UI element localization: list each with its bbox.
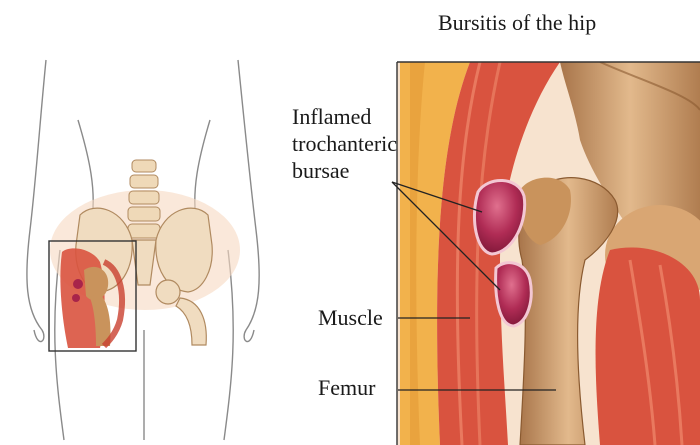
label-femur: Femur — [318, 375, 375, 401]
label-muscle: Muscle — [318, 305, 383, 331]
label-bursae-line-3: bursae — [292, 157, 397, 184]
label-inflamed-bursae: Inflamed trochanteric bursae — [292, 103, 397, 184]
bursa-lower — [496, 263, 532, 326]
label-bursae-line-1: Inflamed — [292, 103, 397, 130]
label-bursae-line-2: trochanteric — [292, 130, 397, 157]
diagram-title: Bursitis of the hip — [438, 10, 596, 36]
